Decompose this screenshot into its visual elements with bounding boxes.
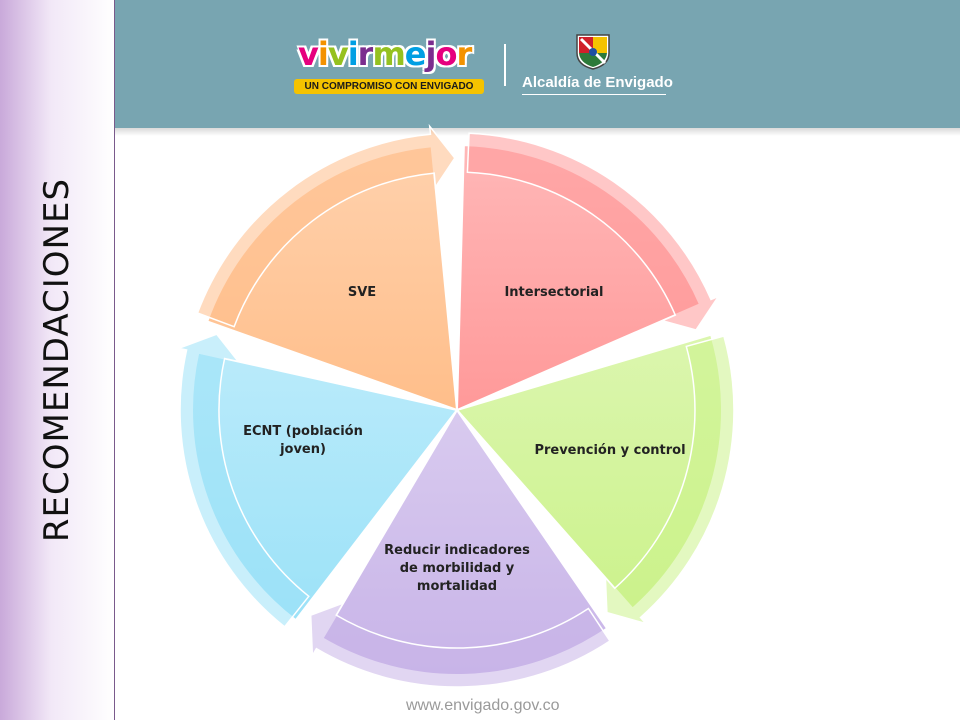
logo-letter: v bbox=[298, 35, 319, 73]
segment-label-line: SVE bbox=[348, 285, 376, 300]
logo-word-mejor: mejor bbox=[372, 35, 472, 73]
alcaldia-name: Alcaldía de Envigado bbox=[522, 74, 673, 91]
segment-label-line: Prevención y control bbox=[534, 443, 685, 458]
footer-url: www.envigado.gov.co bbox=[406, 697, 560, 714]
alcaldia-underline bbox=[522, 94, 666, 95]
logo-letter: o bbox=[435, 35, 457, 73]
cycle-arrow-reducir bbox=[309, 601, 611, 688]
header-shadow bbox=[115, 128, 960, 136]
logo-tagline: UN COMPROMISO CON ENVIGADO bbox=[294, 79, 484, 94]
coat-of-arms-icon bbox=[576, 34, 610, 70]
vivir-mejor-logo: vivirmejor bbox=[298, 35, 472, 73]
logo-letter: r bbox=[357, 35, 374, 73]
logo-letter: m bbox=[372, 35, 405, 73]
segment-label-ecnt: ECNT (población joven) bbox=[243, 424, 363, 457]
cycle-arrow-prevencion bbox=[604, 335, 735, 625]
segment-label-line: Intersectorial bbox=[504, 285, 603, 300]
cycle-arrow-ecnt bbox=[176, 333, 310, 628]
segment-label-line: Reducir indicadores bbox=[384, 543, 530, 558]
header-banner bbox=[115, 0, 960, 128]
segment-label-line: ECNT (población bbox=[243, 424, 363, 439]
cycle-arrow-intersectorial bbox=[466, 132, 721, 331]
logo-letter: j bbox=[425, 35, 436, 73]
segment-label-reducir: Reducir indicadores de morbilidad y mortal… bbox=[384, 543, 530, 594]
logo-letter: i bbox=[317, 35, 329, 73]
logo-letter: r bbox=[456, 35, 472, 73]
logo-letter: e bbox=[404, 35, 427, 73]
sidebar: RECOMENDACIONES bbox=[0, 0, 115, 720]
segment-label-line: joven) bbox=[279, 442, 326, 457]
segment-label-intersectorial: Intersectorial bbox=[504, 285, 603, 300]
segment-label-line: mortalidad bbox=[417, 579, 497, 594]
logo-divider bbox=[504, 44, 506, 86]
logo-letter: i bbox=[347, 35, 359, 73]
cycle-arrow-sve bbox=[196, 123, 456, 328]
segment-label-line: de morbilidad y bbox=[400, 561, 515, 576]
logo-word-vivir: vivir bbox=[298, 35, 374, 73]
segment-label-sve: SVE bbox=[348, 285, 376, 300]
logo-letter: v bbox=[327, 35, 349, 73]
segment-label-prevencion: Prevención y control bbox=[534, 443, 685, 458]
